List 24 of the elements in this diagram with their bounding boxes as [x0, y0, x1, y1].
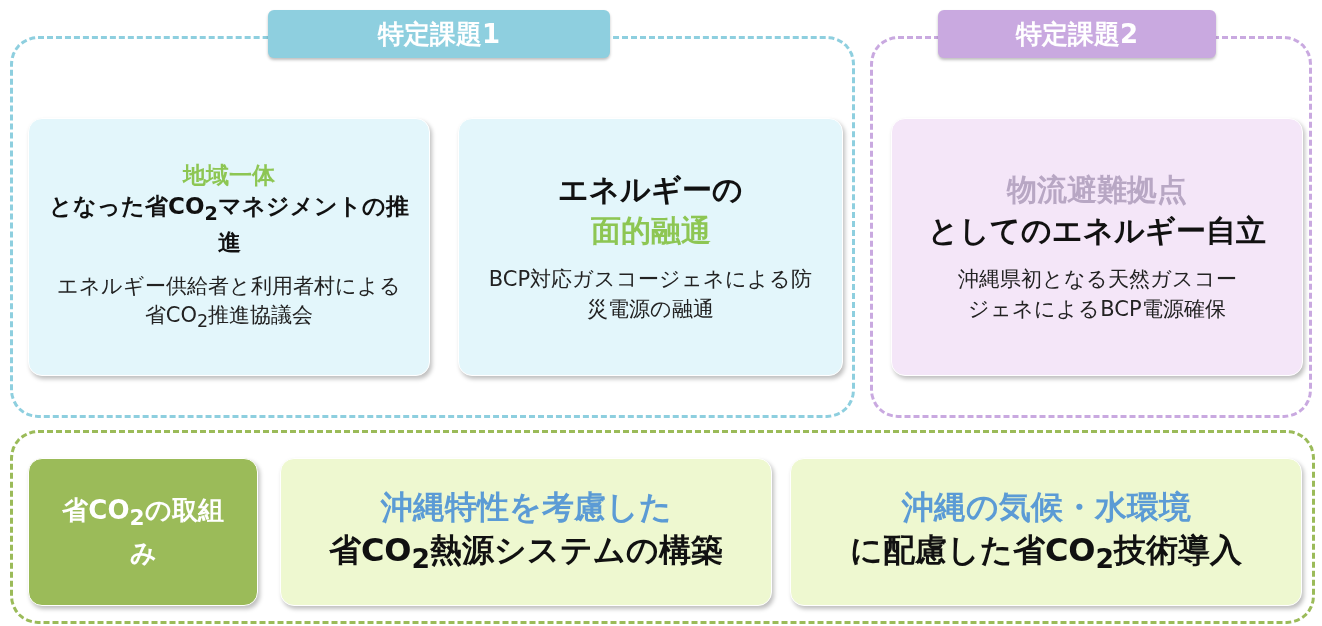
description: BCP対応ガスコージェネによる防災電源の融通	[487, 266, 814, 323]
dashed-group	[870, 10, 1312, 418]
topic-card	[891, 118, 1303, 376]
group-title: 特定課題2	[938, 10, 1216, 58]
group-title: 特定課題1	[268, 10, 610, 58]
dashed-group	[10, 10, 855, 418]
highlight-heading: 面的融通	[589, 211, 712, 250]
description: 沖縄県初となる天然ガスコージェネによるBCP電源確保	[956, 266, 1238, 323]
highlight-heading: 物流避難拠点	[1005, 171, 1188, 210]
measure-card	[790, 458, 1302, 606]
dashed-group	[10, 430, 1315, 624]
measure-card	[280, 458, 772, 606]
description: エネルギー供給者と利用者村による省CO$_{2}$推進協議会	[56, 272, 402, 334]
heading: としてのエネルギー自立	[928, 211, 1266, 250]
heading: 省CO$_{2}$熱源システムの構築	[328, 530, 724, 577]
heading: に配慮した省CO$_{2}$技術導入	[849, 530, 1243, 577]
category-label: 省CO$_{2}$の取組み	[28, 458, 258, 606]
topic-card	[28, 118, 430, 376]
heading: エネルギーの	[558, 171, 743, 210]
highlight-heading: 沖縄の気候・水環境	[900, 487, 1192, 529]
heading: となった省CO$_{2}$マネジメントの推進	[48, 192, 410, 257]
highlight-heading: 沖縄特性を考慮した	[379, 487, 673, 529]
highlight-heading: 地域一体	[181, 161, 276, 191]
topic-card	[458, 118, 843, 376]
